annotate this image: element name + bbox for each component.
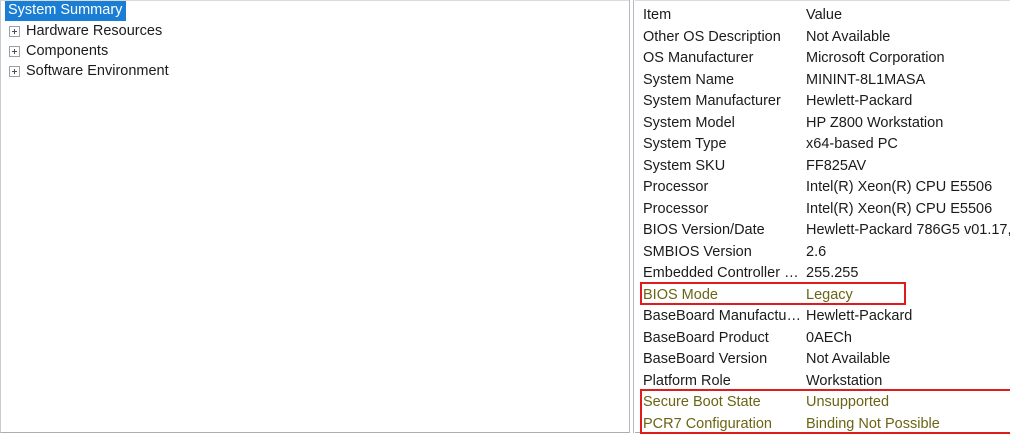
detail-row-value: Legacy bbox=[806, 286, 853, 303]
tree-item-label: Software Environment bbox=[26, 63, 169, 79]
splitter-line bbox=[633, 0, 634, 433]
detail-row-value: Unsupported bbox=[806, 394, 890, 410]
detail-row-value: FF825AV bbox=[806, 157, 867, 174]
detail-row-item: BIOS Version/Date bbox=[643, 222, 765, 238]
detail-row[interactable]: PCR7 Configuration Binding Not Possible bbox=[635, 414, 1010, 433]
detail-row-value: Hewlett-Packard bbox=[806, 308, 913, 324]
detail-row-item: Secure Boot State bbox=[643, 394, 761, 410]
detail-row-item: System SKU bbox=[643, 157, 726, 174]
detail-row-item: BIOS Mode bbox=[643, 286, 718, 303]
detail-row-value: Hewlett-Packard bbox=[806, 93, 913, 109]
detail-row-item: System Type bbox=[643, 136, 727, 152]
tree-item-hardware-resources[interactable]: Hardware Resources bbox=[1, 21, 629, 41]
detail-row-item: Processor bbox=[643, 200, 709, 217]
detail-row-value: x64-based PC bbox=[806, 136, 898, 152]
detail-row[interactable]: Platform Role Workstation bbox=[635, 371, 1010, 393]
tree-item-label: System Summary bbox=[5, 1, 127, 21]
column-header-item: Item bbox=[643, 7, 672, 23]
detail-row-item: OS Manufacturer bbox=[643, 50, 754, 66]
detail-row-value: Not Available bbox=[806, 351, 891, 367]
detail-row-item: System Name bbox=[643, 71, 735, 88]
detail-row[interactable]: Secure Boot State Unsupported bbox=[635, 392, 1010, 414]
expand-plus-icon[interactable] bbox=[9, 25, 20, 37]
detail-column-header[interactable]: Item Value bbox=[635, 5, 1010, 27]
tree-item-label: Components bbox=[26, 43, 109, 59]
detail-row[interactable]: System Name MININT-8L1MASA bbox=[635, 70, 1010, 92]
detail-row[interactable]: BIOS Version/Date Hewlett-Packard 786G5 v… bbox=[635, 220, 1010, 242]
expand-plus-icon[interactable] bbox=[9, 45, 20, 57]
navigation-tree-panel[interactable]: System Summary Hardware Resources Compon… bbox=[0, 0, 629, 433]
detail-row-item: Processor bbox=[643, 179, 709, 195]
splitter-line bbox=[629, 0, 630, 433]
detail-row-item: BaseBoard Version bbox=[643, 351, 768, 367]
tree-item-label: Hardware Resources bbox=[26, 23, 163, 39]
detail-row-value: Hewlett-Packard 786G5 v01.17, 8/ bbox=[806, 222, 1010, 238]
detail-row-item: Other OS Description bbox=[643, 28, 781, 45]
detail-row-value: HP Z800 Workstation bbox=[806, 114, 944, 131]
detail-row-value: Microsoft Corporation bbox=[806, 50, 945, 66]
detail-row[interactable]: System Manufacturer Hewlett-Packard bbox=[635, 91, 1010, 113]
detail-row-item: Platform Role bbox=[643, 372, 731, 389]
detail-row-value: 0AECh bbox=[806, 329, 852, 346]
detail-row[interactable]: SMBIOS Version 2.6 bbox=[635, 242, 1010, 264]
detail-row[interactable]: System Model HP Z800 Workstation bbox=[635, 113, 1010, 135]
detail-row-item: System Model bbox=[643, 114, 735, 131]
detail-row[interactable]: BaseBoard Version Not Available bbox=[635, 349, 1010, 371]
detail-row[interactable]: Other OS Description Not Available bbox=[635, 27, 1010, 49]
detail-row-value: 255.255 bbox=[806, 265, 859, 281]
detail-row[interactable]: Processor Intel(R) Xeon(R) CPU E5506 bbox=[635, 177, 1010, 199]
detail-row-value: MININT-8L1MASA bbox=[806, 71, 926, 88]
detail-row[interactable]: BaseBoard Product 0AECh bbox=[635, 328, 1010, 350]
detail-row[interactable]: System Type x64-based PC bbox=[635, 134, 1010, 156]
detail-row[interactable]: OS Manufacturer Microsoft Corporation bbox=[635, 48, 1010, 70]
detail-row-item: SMBIOS Version bbox=[643, 243, 752, 260]
tree-item-system-summary[interactable]: System Summary bbox=[1, 1, 629, 21]
detail-row-value: Intel(R) Xeon(R) CPU E5506 bbox=[806, 179, 993, 195]
detail-row-value: Not Available bbox=[806, 28, 891, 45]
panel-splitter[interactable] bbox=[629, 0, 635, 433]
detail-row[interactable]: Embedded Controller V...255.255 bbox=[635, 263, 1010, 285]
detail-row-value: Intel(R) Xeon(R) CPU E5506 bbox=[806, 200, 993, 217]
detail-row-item: BaseBoard Product bbox=[643, 329, 769, 346]
detail-row-value: Binding Not Possible bbox=[806, 415, 940, 432]
detail-row-value: Workstation bbox=[806, 372, 883, 389]
tree-item-components[interactable]: Components bbox=[1, 41, 629, 61]
detail-row-item: Embedded Controller V... bbox=[643, 265, 803, 281]
detail-row-item: BaseBoard Manufacturer bbox=[643, 308, 803, 324]
tree-item-software-environment[interactable]: Software Environment bbox=[1, 61, 629, 81]
detail-row[interactable]: BIOS Mode Legacy bbox=[635, 285, 1010, 307]
detail-row-value: 2.6 bbox=[806, 243, 827, 260]
column-header-value: Value bbox=[806, 7, 843, 23]
detail-row-item: PCR7 Configuration bbox=[643, 415, 772, 432]
detail-row-item: System Manufacturer bbox=[643, 93, 781, 109]
detail-row[interactable]: System SKU FF825AV bbox=[635, 156, 1010, 178]
expand-plus-icon[interactable] bbox=[9, 65, 20, 77]
detail-row[interactable]: Processor Intel(R) Xeon(R) CPU E5506 bbox=[635, 199, 1010, 221]
